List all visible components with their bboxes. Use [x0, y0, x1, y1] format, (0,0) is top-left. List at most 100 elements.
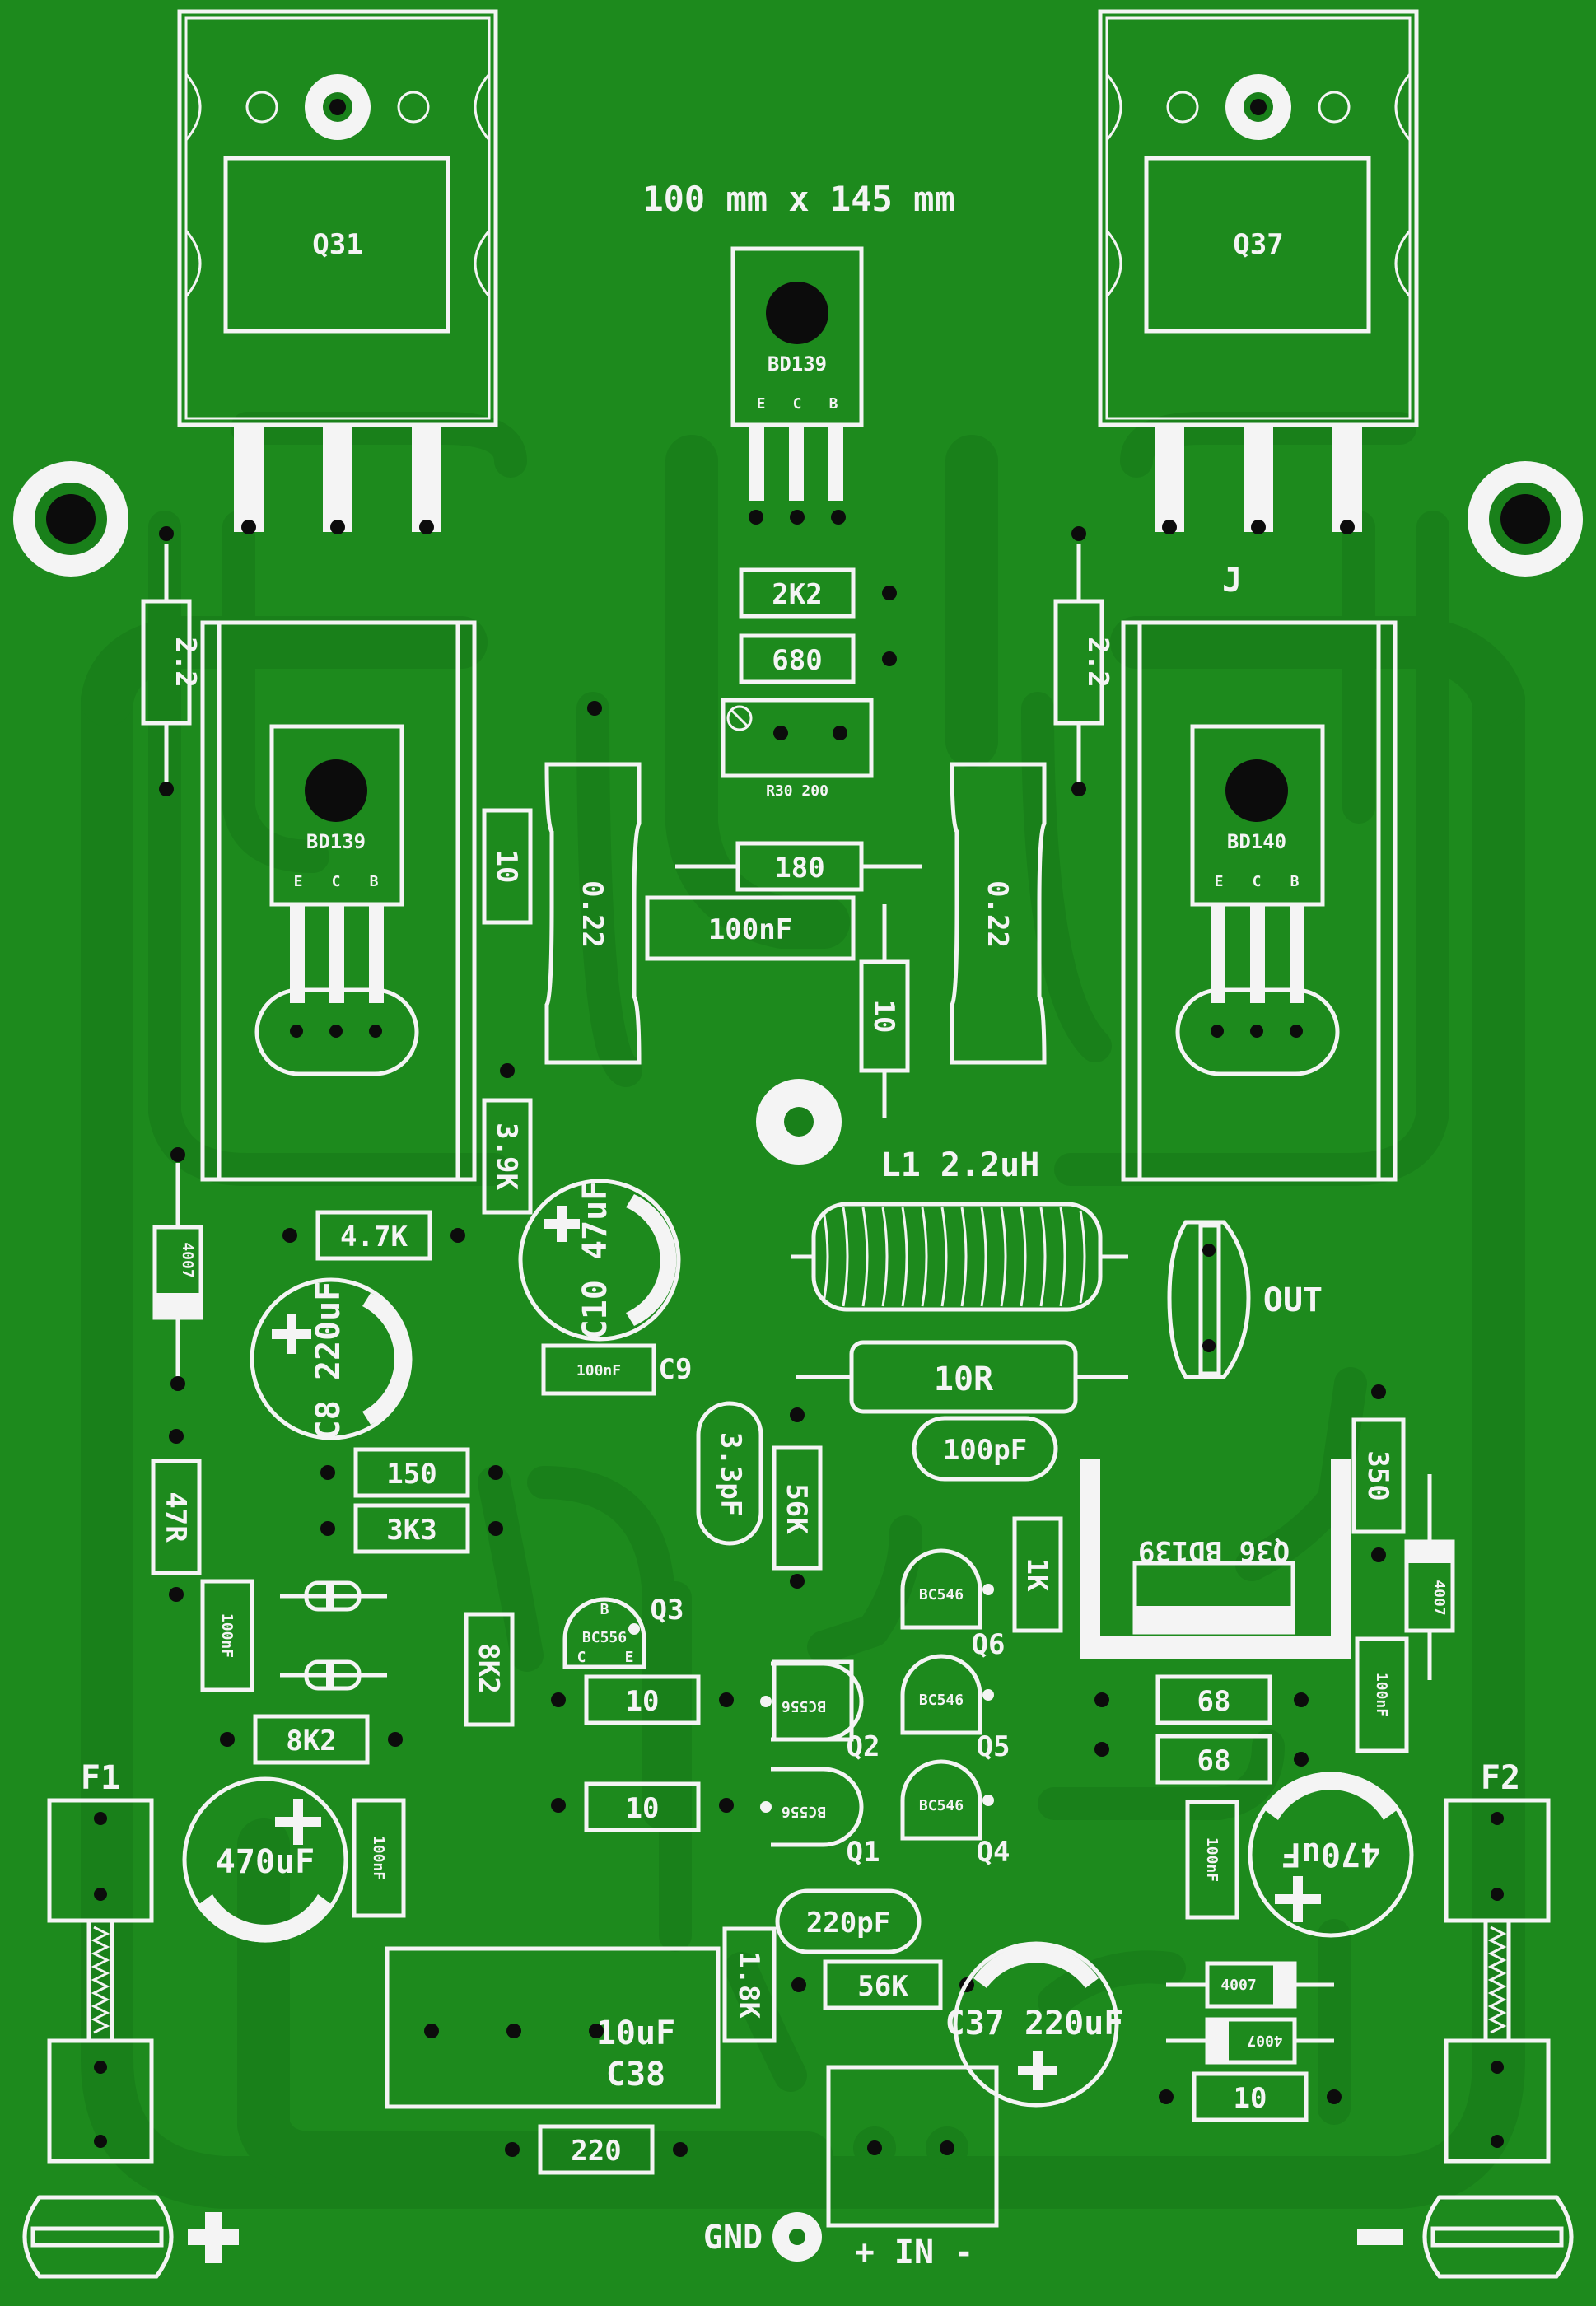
- q3-pin-e: E: [625, 1649, 634, 1666]
- r-10-q3-label: 10: [626, 1685, 660, 1718]
- q2-label: Q2: [847, 1730, 880, 1763]
- c10-label: C10 47uF: [576, 1181, 614, 1340]
- resistor-2-2-right: 2.2: [1053, 526, 1114, 796]
- c9-label: C9: [659, 1353, 693, 1386]
- q6-type-label: BC546: [919, 1586, 964, 1603]
- capacitor-c10: C10 47uF: [518, 1179, 681, 1342]
- small-diode-a: [280, 1580, 387, 1612]
- c-100nf-left-label: 100nF: [218, 1613, 236, 1658]
- resistor-3-9k: 3.9K: [482, 1063, 533, 1215]
- resistor-1k: 1K: [1012, 1516, 1063, 1633]
- resistor-10-left: 10: [482, 808, 533, 925]
- capacitor-100nf-right2: 100nF: [1185, 1800, 1239, 1920]
- gnd-pad: [772, 2212, 822, 2262]
- resistor-68-b: 68: [1094, 1734, 1309, 1785]
- transistor-q1: BC556 Q1: [760, 1767, 880, 1869]
- r-8k2-v-label: 8K2: [472, 1643, 505, 1693]
- out-label: OUT: [1263, 1281, 1323, 1319]
- r-2k2-label: 2K2: [772, 578, 822, 611]
- d-bottom-b-label: 4007: [1247, 2032, 1282, 2049]
- c37-label: C37 220uF: [945, 2005, 1124, 2042]
- c-220pf-label: 220pF: [806, 1907, 890, 1940]
- fuse-f1: F1: [47, 1759, 154, 2164]
- f1-label: F1: [81, 1759, 120, 1797]
- q4-label: Q4: [977, 1836, 1010, 1869]
- r-68-b-label: 68: [1197, 1744, 1231, 1777]
- mounting-hole-center: [756, 1079, 842, 1165]
- q6-label: Q6: [972, 1628, 1006, 1661]
- r-10r-label: 10R: [934, 1361, 994, 1398]
- q1-label: Q1: [847, 1836, 880, 1869]
- c-470uf-left-label: 470uF: [216, 1843, 315, 1881]
- capacitor-220pf: 220pF: [775, 1888, 922, 1954]
- capacitor-100nf-left: 100nF: [200, 1579, 254, 1692]
- capacitor-c9: 100nF C9: [541, 1343, 693, 1396]
- resistor-150: 150: [320, 1447, 503, 1498]
- r-2-2-right-label: 2.2: [1081, 637, 1114, 687]
- pin-c-label: C: [1253, 873, 1262, 890]
- resistor-2k2: 2K2: [739, 567, 856, 619]
- c-100nf-right-label: 100nF: [1373, 1673, 1390, 1717]
- capacitor-c8: C8 220uF: [250, 1277, 413, 1440]
- c8-label: C8 220uF: [310, 1281, 348, 1440]
- r-220-label: 220: [571, 2135, 621, 2168]
- resistor-3k3: 3K3: [320, 1503, 503, 1554]
- transistor-q6: BC546 Q6: [900, 1548, 1006, 1661]
- transistor-q5: BC546 Q5: [900, 1654, 1010, 1763]
- capacitor-100nf-mid: 100nF: [645, 895, 856, 961]
- r-180-label: 180: [774, 852, 824, 885]
- capacitor-3-3pf: 3.3pF: [696, 1401, 763, 1546]
- resistor-8k2-h: 8K2: [220, 1714, 403, 1765]
- resistor-10-bottom: 10: [1159, 2071, 1342, 2122]
- transistor-q31: Q31: [177, 9, 498, 534]
- d-right-label: 4007: [1430, 1580, 1448, 1615]
- resistor-180: 180: [675, 841, 922, 892]
- pin-b-label: B: [829, 395, 838, 413]
- heatsink-right: BD140 E C B: [1121, 620, 1398, 1182]
- small-diode-b: [280, 1659, 387, 1691]
- connector-out: OUT: [1167, 1220, 1323, 1379]
- mounting-hole-left: [13, 461, 128, 576]
- heatsink-left: BD139 E C B: [200, 620, 477, 1182]
- resistor-1-8k: 1.8K: [722, 1926, 777, 2043]
- diode-4007-right: 4007: [1404, 1474, 1455, 1680]
- trimmer-r30: R30 200: [721, 698, 874, 800]
- transistor-q3: BC556 B C E Q3: [562, 1594, 684, 1669]
- diode-4007-bottom-b: 4007: [1166, 2017, 1334, 2065]
- r-2-2-left-label: 2.2: [169, 637, 202, 687]
- q5-label: Q5: [977, 1730, 1010, 1763]
- c38-value-label: 10uF: [596, 2014, 675, 2052]
- j-label: J: [1222, 562, 1242, 600]
- bd140-right-label: BD140: [1227, 830, 1286, 853]
- q3-pin-c: C: [577, 1649, 586, 1666]
- r-150-label: 150: [386, 1458, 436, 1491]
- input-connector: [826, 2065, 999, 2228]
- resistor-56k-v: 56K: [772, 1407, 823, 1589]
- c-100nf-right2-label: 100nF: [1203, 1837, 1220, 1882]
- capacitor-c38: 10uF C38: [385, 1946, 721, 2109]
- c-100nf-mid-label: 100nF: [708, 913, 792, 946]
- resistor-10-q1: 10: [551, 1781, 734, 1832]
- q5-type-label: BC546: [919, 1692, 964, 1709]
- transistor-q2: BC556 Q2: [760, 1659, 880, 1763]
- r-47r-label: 47R: [159, 1491, 192, 1543]
- gnd-label: GND: [703, 2219, 763, 2257]
- q2-type-label: BC556: [782, 1697, 826, 1715]
- c38-label: C38: [606, 2056, 665, 2094]
- resistor-10r: 10R: [796, 1340, 1128, 1414]
- q37-label: Q37: [1233, 228, 1283, 261]
- transistor-q36: Q36 BD139: [1080, 1459, 1351, 1659]
- resistor-680: 680: [739, 633, 856, 684]
- q4-type-label: BC546: [919, 1797, 964, 1814]
- r-47k-label: 4.7K: [340, 1221, 408, 1253]
- r-68-a-label: 68: [1197, 1685, 1231, 1718]
- power-terminal-positive: [22, 2195, 239, 2279]
- d-left-label: 4007: [179, 1242, 196, 1277]
- power-terminal-negative: [1357, 2195, 1574, 2279]
- r-3k3-label: 3K3: [386, 1514, 436, 1547]
- d-bottom-a-label: 4007: [1220, 1977, 1256, 1994]
- capacitor-470uf-left: 470uF: [182, 1776, 348, 1943]
- resistor-68-a: 68: [1094, 1674, 1309, 1725]
- bd139-top-label: BD139: [768, 352, 827, 376]
- q36-label: Q36 BD139: [1138, 1534, 1290, 1567]
